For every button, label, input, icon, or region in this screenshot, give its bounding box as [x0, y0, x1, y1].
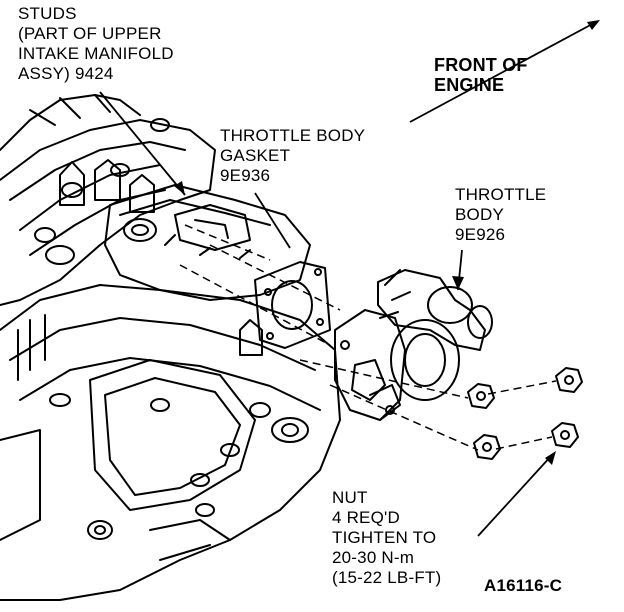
- front-line-2: ENGINE: [434, 75, 505, 95]
- nut-label: NUT 4 REQ'D TIGHTEN TO 20-30 N-m (15-22 …: [332, 488, 441, 588]
- front-of-engine-label: FRONT OF ENGINE: [434, 55, 528, 95]
- nut-line-5: (15-22 LB-FT): [332, 568, 442, 587]
- throttle-body-drawing: [334, 269, 493, 421]
- studs-arrowhead: [174, 181, 185, 195]
- throttle-body-arrowhead: [452, 276, 464, 290]
- throttle-body-line-2: BODY: [455, 205, 504, 224]
- studs-line-1: STUDS: [18, 4, 77, 23]
- alignment-lines: [179, 224, 557, 451]
- front-line-1: FRONT OF: [434, 55, 528, 75]
- studs-line-2: (PART OF UPPER: [18, 24, 162, 43]
- throttle-body-label: THROTTLE BODY 9E926: [455, 185, 546, 245]
- engine-block-drawing: [0, 284, 341, 601]
- front-of-engine-arrowhead: [587, 20, 600, 30]
- throttle-body-line-1: THROTTLE: [455, 185, 547, 204]
- throttle-body-line-3: 9E926: [455, 225, 506, 244]
- nut-line-1: NUT: [332, 488, 368, 507]
- arrowheads: [174, 20, 600, 465]
- leader-lines: [99, 21, 597, 537]
- studs-label: STUDS (PART OF UPPER INTAKE MANIFOLD ASS…: [18, 4, 174, 84]
- studs-line-4: ASSY) 9424: [18, 64, 114, 83]
- nuts-drawing: [467, 367, 583, 460]
- upper-manifold-plate-drawing: [104, 184, 311, 301]
- gasket-line-2: GASKET: [220, 146, 291, 165]
- studs-line-3: INTAKE MANIFOLD: [18, 44, 174, 63]
- nut-line-4: 20-30 N-m: [332, 548, 415, 567]
- nut-line-2: 4 REQ'D: [332, 508, 400, 527]
- nut-arrowhead: [545, 451, 556, 465]
- figure-id: A16116-C: [484, 576, 563, 595]
- throttle-body-gasket-drawing: [254, 261, 331, 349]
- nut-line-3: TIGHTEN TO: [332, 528, 437, 547]
- gasket-line-1: THROTTLE BODY: [220, 126, 366, 145]
- gasket-line-3: 9E936: [220, 166, 271, 185]
- intake-manifold-drawing: [0, 94, 216, 306]
- throttle-body-gasket-label: THROTTLE BODY GASKET 9E936: [220, 126, 365, 186]
